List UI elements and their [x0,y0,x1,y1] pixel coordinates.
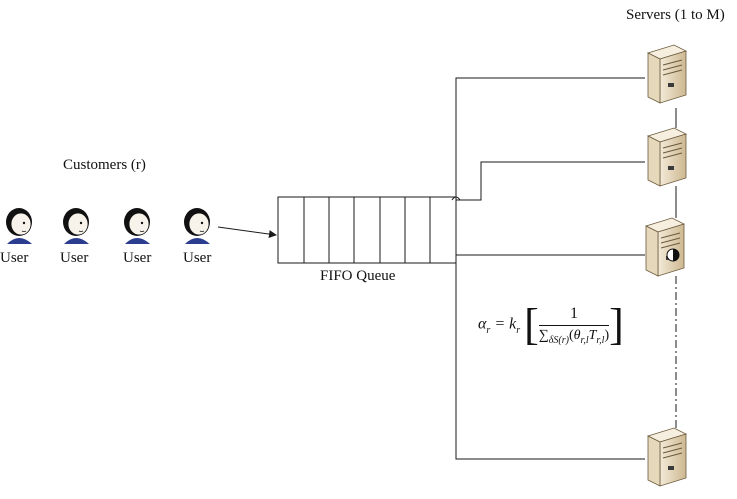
dispatch-lines [451,77,645,460]
user-icon-1 [5,207,33,245]
fifo-queue [277,196,457,264]
formula-bracket-left: [ [524,300,539,349]
formula-lhs-sub: r [486,324,491,336]
allocation-formula: αr = kr [1∑δS(r)(θr,lTr,l)] [478,303,624,347]
user-label-2: User [60,250,89,266]
formula-sum-sub: δS(r) [548,334,569,346]
formula-theta-sub: r,l [580,334,589,346]
server-status-half-icon [673,249,679,261]
formula-k-sub: r [516,324,521,336]
server-icon-1 [647,44,687,104]
formula-sum: ∑ [538,327,549,343]
formula-theta: θ [573,327,581,343]
queue-label: FIFO Queue [320,268,396,284]
server-icon-4 [647,427,687,487]
user-icon-3 [123,207,151,245]
user-label-4: User [183,250,212,266]
user-icon-2 [62,207,90,245]
formula-lhs: α [478,315,487,333]
customers-title: Customers (r) [63,157,146,173]
formula-denominator: ∑δS(r)(θr,lTr,l) [538,327,610,346]
formula-numerator: 1 [538,305,610,326]
user-icon-4 [183,207,211,245]
formula-bracket-right: ] [609,300,624,349]
formula-t: T [588,327,597,343]
user-label-1: User [0,250,29,266]
user-label-3: User [123,250,152,266]
formula-eq: = k [494,315,517,333]
formula-fraction: 1∑δS(r)(θr,lTr,l) [538,305,610,346]
formula-t-sub: r,l [596,334,605,346]
servers-title: Servers (1 to M) [626,7,725,23]
server-icon-3 [645,217,685,277]
arrival-arrow [217,226,277,239]
server-icon-2 [647,127,687,187]
